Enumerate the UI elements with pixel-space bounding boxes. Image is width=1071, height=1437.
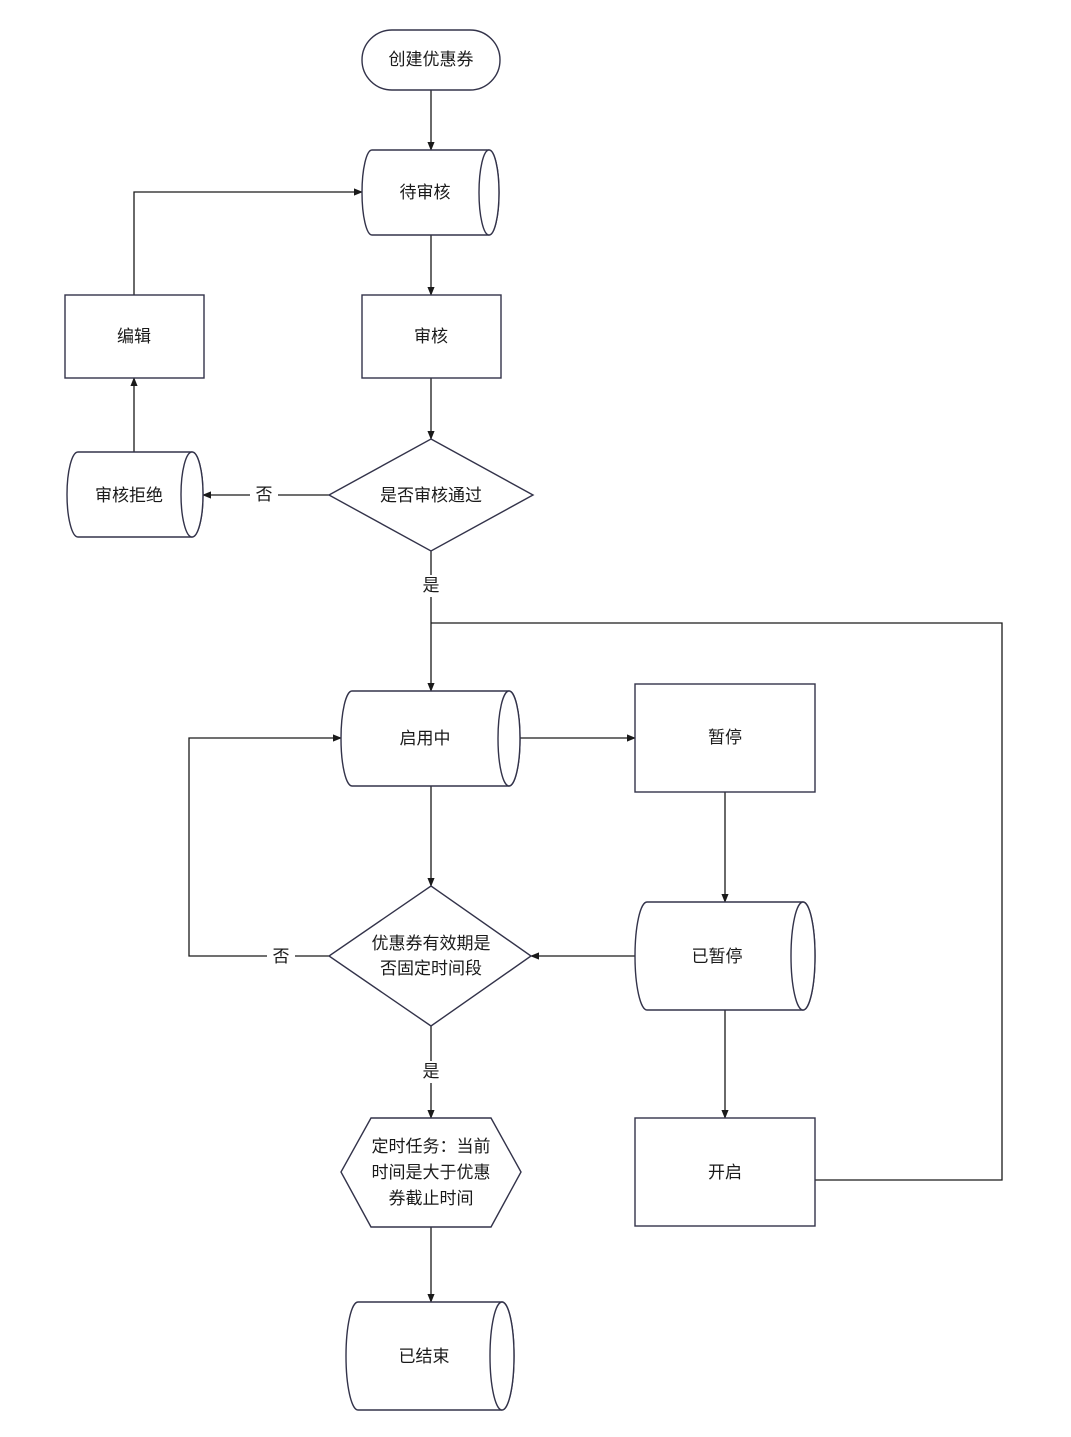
- node-ended-label: 已结束: [399, 1347, 450, 1367]
- node-paused: 已暂停: [634, 901, 816, 1011]
- node-review: 审核: [361, 294, 502, 379]
- edge-edit-to-pending: [133, 188, 363, 295]
- node-ended: 已结束: [345, 1301, 515, 1411]
- label-validity-no: 否: [273, 947, 290, 967]
- edge-labels: 否 是 否 是: [250, 484, 445, 1083]
- node-resume: 开启: [634, 1117, 816, 1227]
- edge-validity-to-enabled: [188, 734, 342, 957]
- node-review-label: 审核: [414, 327, 448, 347]
- node-scheduled-task: 定时任务：当前 时间是大于优惠 券截止时间: [340, 1117, 522, 1228]
- node-review-decision-label: 是否审核通过: [380, 486, 482, 506]
- label-review-no: 否: [256, 485, 273, 505]
- node-validity-decision-label-1: 优惠券有效期是: [372, 934, 491, 954]
- node-edit-label: 编辑: [117, 327, 151, 347]
- edge-resume-to-enabled-loop: [431, 622, 1003, 1181]
- node-create-coupon-label: 创建优惠券: [389, 50, 474, 70]
- node-pause-label: 暂停: [708, 728, 742, 748]
- node-validity-decision: 优惠券有效期是 否固定时间段: [327, 885, 533, 1027]
- node-pending-review: 待审核: [361, 149, 500, 236]
- node-edit: 编辑: [64, 294, 205, 379]
- node-enabled-label: 启用中: [400, 729, 451, 749]
- label-review-yes: 是: [423, 576, 440, 596]
- node-review-decision: 是否审核通过: [327, 438, 535, 552]
- edges: [130, 90, 1003, 1303]
- node-review-rejected: 审核拒绝: [66, 451, 204, 538]
- label-validity-yes: 是: [423, 1062, 440, 1082]
- node-pending-review-label: 待审核: [400, 183, 451, 203]
- node-scheduled-task-label-3: 券截止时间: [389, 1189, 474, 1209]
- node-enabled: 启用中: [340, 690, 521, 787]
- node-pause: 暂停: [634, 683, 816, 793]
- node-create-coupon: 创建优惠券: [361, 29, 501, 91]
- node-paused-label: 已暂停: [692, 947, 743, 967]
- node-validity-decision-label-2: 否固定时间段: [380, 959, 482, 979]
- node-resume-label: 开启: [708, 1163, 742, 1183]
- node-review-rejected-label: 审核拒绝: [95, 486, 163, 506]
- node-scheduled-task-label-2: 时间是大于优惠: [372, 1163, 491, 1183]
- node-scheduled-task-label-1: 定时任务：当前: [372, 1137, 491, 1157]
